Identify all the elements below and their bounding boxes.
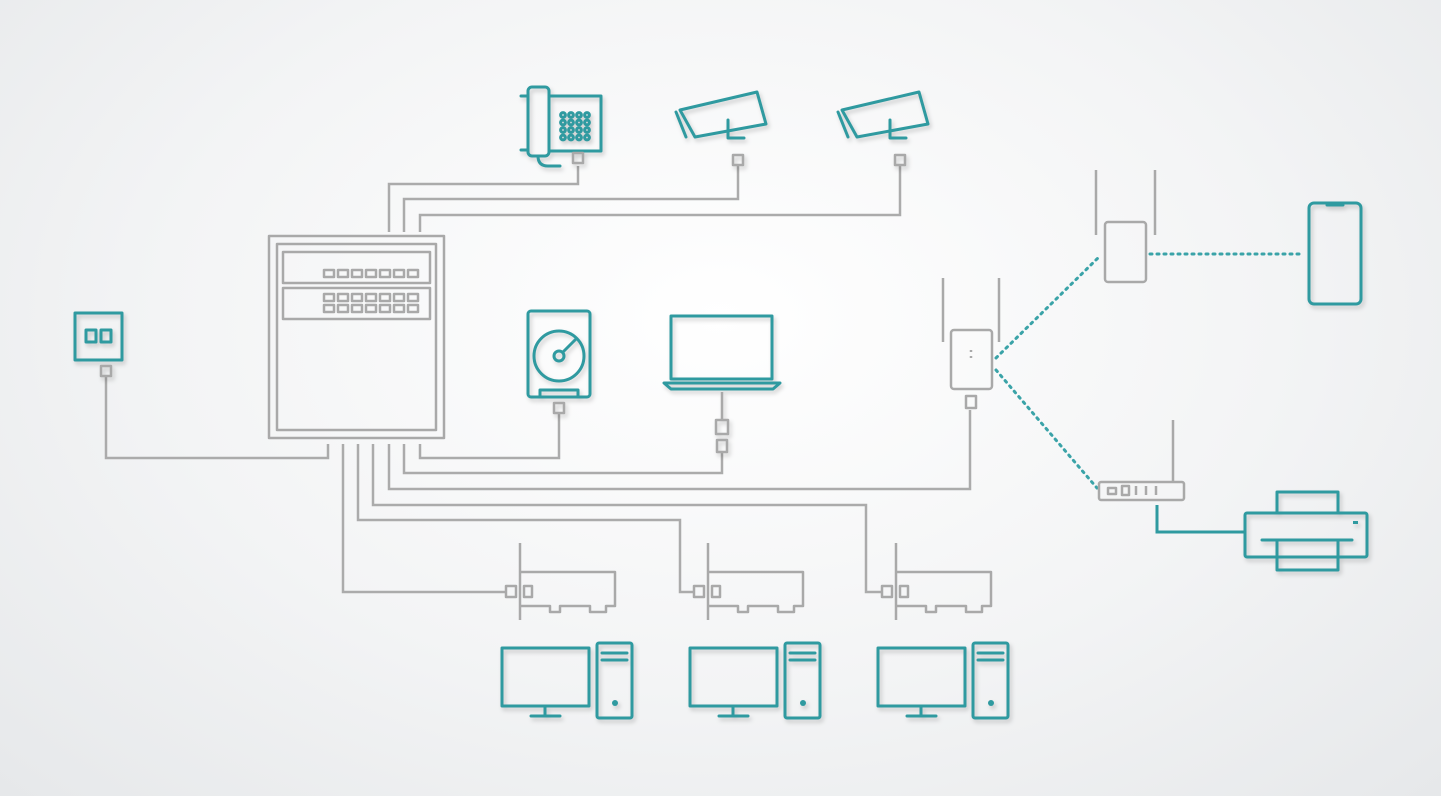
switch-port <box>378 292 392 303</box>
pc-tower-icon <box>595 641 634 720</box>
desktop-computer-icon <box>688 543 822 720</box>
wire-switch-nic-1 <box>341 444 506 594</box>
switch-port <box>350 268 364 279</box>
switch-port <box>336 268 350 279</box>
switch-port <box>406 268 420 279</box>
workstations <box>500 543 1010 720</box>
wire-switch-nas <box>418 414 561 460</box>
desktop-computer-icon <box>876 543 1010 720</box>
switch-port <box>392 292 406 303</box>
wifi-access-point-icon <box>941 278 1001 410</box>
keypad-key <box>583 133 591 142</box>
network-card-icon <box>504 543 617 620</box>
switch-port <box>406 303 420 314</box>
wifi-ap-adapter <box>994 368 1099 490</box>
wire-adapter-printer <box>1155 505 1245 534</box>
keypad-key <box>559 126 567 134</box>
keypad-key <box>559 133 567 142</box>
keypad-key <box>583 111 591 119</box>
keypad-key <box>575 133 583 142</box>
switch-port <box>364 303 378 314</box>
security-camera-icon <box>674 90 768 167</box>
rack-switch-icon <box>267 234 446 440</box>
wire-switch-access-point <box>387 410 972 491</box>
switch-ports <box>322 268 420 314</box>
printer-icon <box>1243 490 1369 572</box>
switch-port <box>378 268 392 279</box>
keypad-key <box>583 118 591 127</box>
security-camera-icon <box>836 90 930 167</box>
keypad-key <box>559 111 567 119</box>
hard-drive-icon <box>526 309 592 415</box>
switch-port <box>392 303 406 314</box>
switch-port <box>322 268 336 279</box>
keypad-key <box>575 126 583 134</box>
keypad-key <box>567 111 575 119</box>
ip-phone-icon <box>519 85 603 168</box>
wire-switch-nic-3 <box>371 444 882 594</box>
keypad-key <box>559 118 567 127</box>
switch-port <box>364 292 378 303</box>
wire-switch-camera-1 <box>402 166 740 232</box>
pc-tower-icon <box>783 641 822 720</box>
keypad-key <box>567 133 575 142</box>
wifi-extender-icon <box>1094 170 1157 284</box>
keypad-key <box>575 118 583 127</box>
keypad-key <box>567 118 575 127</box>
wall-ethernet-jack-icon <box>73 311 124 378</box>
switch-port <box>322 292 336 303</box>
keypad-key <box>575 111 583 119</box>
monitor-icon <box>876 646 967 718</box>
keypad-key <box>583 126 591 134</box>
pc-tower-icon <box>971 641 1010 720</box>
wireless-connections <box>994 252 1305 490</box>
desktop-computer-icon <box>500 543 634 720</box>
wifi-ap-extender <box>994 254 1102 360</box>
switch-port <box>336 292 350 303</box>
monitor-icon <box>688 646 779 718</box>
keypad-key <box>567 126 575 134</box>
switch-port <box>406 292 420 303</box>
wired-connections <box>104 166 1245 594</box>
wire-switch-nic-2 <box>356 444 694 594</box>
switch-port <box>378 303 392 314</box>
wire-switch-laptop <box>402 444 724 475</box>
monitor-icon <box>500 646 591 718</box>
wire-switch-phone <box>387 166 580 232</box>
switch-port <box>336 303 350 314</box>
wire-switch-camera-2 <box>418 166 902 232</box>
network-card-icon <box>880 543 993 620</box>
switch-port <box>392 268 406 279</box>
switch-port <box>322 303 336 314</box>
switch-port <box>364 268 378 279</box>
laptop-icon <box>662 314 782 454</box>
phone-keypad <box>559 111 591 142</box>
network-card-icon <box>692 543 805 620</box>
switch-port <box>350 292 364 303</box>
wire-wall-jack-switch <box>104 376 330 460</box>
wireless-bridge-icon <box>1097 420 1186 502</box>
smartphone-icon <box>1307 201 1363 306</box>
switch-port <box>350 303 364 314</box>
